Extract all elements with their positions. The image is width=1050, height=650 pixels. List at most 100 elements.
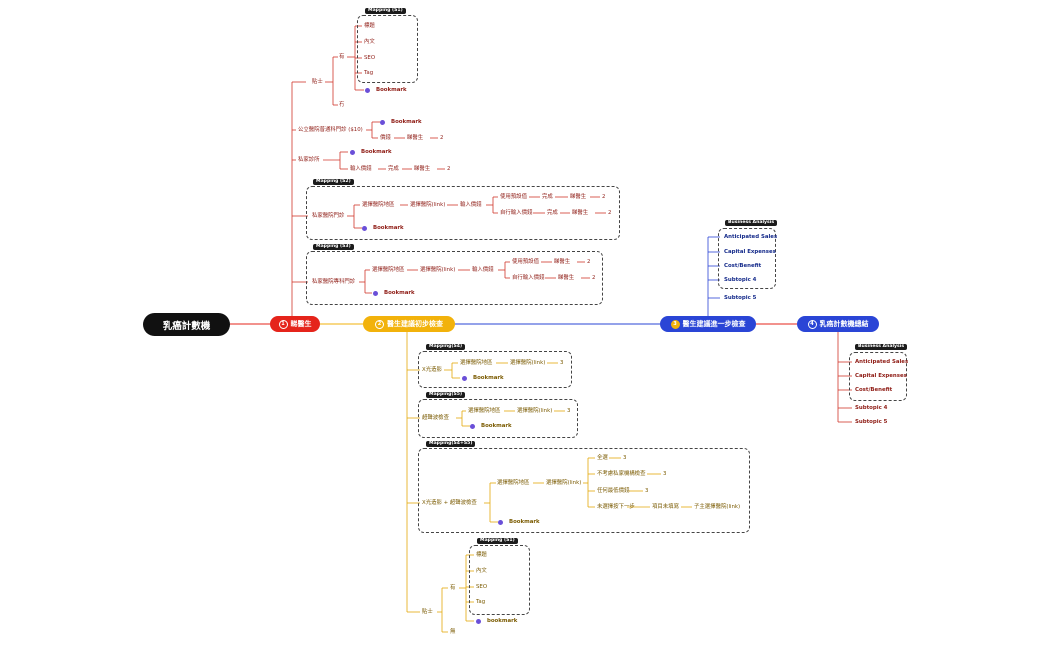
bookmark-label[interactable]: Bookmark <box>376 87 407 93</box>
see-doctor-label[interactable]: 睇醫生 <box>407 135 424 141</box>
step-number[interactable]: 3 <box>560 360 564 366</box>
bookmark-label[interactable]: Bookmark <box>391 119 422 125</box>
step-number[interactable]: 3 <box>645 488 649 494</box>
select-hospital-link[interactable]: 選擇醫院(link) <box>517 408 553 414</box>
step-number[interactable]: 2 <box>447 166 451 172</box>
content-label[interactable]: 內文 <box>476 568 487 574</box>
subtopic-5-label[interactable]: Subtopic 5 <box>855 419 888 425</box>
select-area-label[interactable]: 選擇醫院地區 <box>460 360 493 366</box>
use-preset-label[interactable]: 使用預設值 <box>512 259 539 265</box>
see-doctor-label[interactable]: 睇醫生 <box>572 210 589 216</box>
topic-label: 睇醫生 <box>290 320 312 328</box>
see-doctor-label[interactable]: 睇醫生 <box>414 166 431 172</box>
subtopic-4-label[interactable]: Subtopic 4 <box>855 405 888 411</box>
see-doctor-label[interactable]: 睇醫生 <box>554 259 571 265</box>
mapping-s4-box <box>418 351 572 388</box>
root-node[interactable]: 乳癌計數機 <box>143 313 230 336</box>
cost-benefit-label[interactable]: Cost/Benefit <box>724 263 762 269</box>
tag-label[interactable]: Tag <box>364 70 374 76</box>
select-hospital-link[interactable]: 選擇醫院(link) <box>420 267 456 273</box>
custom-price-label[interactable]: 自行輸入價錢 <box>512 275 545 281</box>
xray-label[interactable]: X光造影 <box>422 367 442 373</box>
select-area-label[interactable]: 選擇醫院地區 <box>362 202 395 208</box>
bookmark-icon <box>470 424 475 429</box>
step-number[interactable]: 2 <box>587 259 591 265</box>
step-number[interactable]: 2 <box>592 275 596 281</box>
private-clinic-label[interactable]: 私家診所 <box>298 157 320 163</box>
anticipated-sales-label[interactable]: Anticipated Sales <box>724 234 778 240</box>
have-label[interactable]: 有 <box>450 585 456 591</box>
any-lowest-price-label[interactable]: 任何最低價錢 <box>597 488 630 494</box>
price-label[interactable]: 價錢 <box>380 135 391 141</box>
topic-label: 醫生建議初步檢查 <box>387 320 443 328</box>
private-hospital-gp-label[interactable]: 私家醫院門診 <box>312 213 345 219</box>
topic-number: 4 <box>807 319 817 329</box>
tips-label[interactable]: 貼士 <box>422 609 433 615</box>
root-label: 乳癌計數機 <box>162 320 211 332</box>
step-number[interactable]: 2 <box>602 194 606 200</box>
content-label[interactable]: 內文 <box>364 39 375 45</box>
xray-ultrasound-label[interactable]: X光造影 + 超聲波檢查 <box>422 500 477 506</box>
must-choose-hospital-link[interactable]: 子主選擇醫院(link) <box>694 504 741 510</box>
select-hospital-link[interactable]: 選擇醫院(link) <box>410 202 446 208</box>
bookmark-label[interactable]: Bookmark <box>509 519 540 525</box>
title-label[interactable]: 標題 <box>476 552 487 558</box>
bookmark-label[interactable]: Bookmark <box>384 290 415 296</box>
bookmark-label[interactable]: Bookmark <box>473 375 504 381</box>
none-label[interactable]: 冇 <box>339 102 345 108</box>
done-label[interactable]: 完成 <box>388 166 399 172</box>
topic-initial-check[interactable]: 2 醫生建議初步檢查 <box>363 316 455 332</box>
tag-label[interactable]: Tag <box>476 599 486 605</box>
anticipated-sales-label[interactable]: Anticipated Sales <box>855 359 909 365</box>
step-number[interactable]: 3 <box>663 471 667 477</box>
subtopic-4-label[interactable]: Subtopic 4 <box>724 277 757 283</box>
not-selected-label[interactable]: 未選擇按下一步 <box>597 504 635 510</box>
bookmark-label[interactable]: Bookmark <box>481 423 512 429</box>
input-price-label[interactable]: 輸入價錢 <box>350 166 372 172</box>
capital-expenses-label[interactable]: Capital Expenses <box>855 373 907 379</box>
step-number[interactable]: 2 <box>608 210 612 216</box>
have-label[interactable]: 有 <box>339 54 345 60</box>
select-hospital-link[interactable]: 選擇醫院(link) <box>510 360 546 366</box>
mapping-s5-tag: Mapping(S5) <box>426 392 466 398</box>
public-clinic-label[interactable]: 公立醫院普通科門診 ($10) <box>298 127 363 133</box>
cost-benefit-label[interactable]: Cost/Benefit <box>855 387 893 393</box>
private-hospital-specialist-label[interactable]: 私家醫院專科門診 <box>312 279 356 285</box>
see-doctor-label[interactable]: 睇醫生 <box>570 194 587 200</box>
select-area-label[interactable]: 選擇醫院地區 <box>468 408 501 414</box>
mapping-s1b-box <box>469 545 530 615</box>
exclude-private-label[interactable]: 不考慮私家機構檢查 <box>597 471 646 477</box>
select-all-label[interactable]: 全選 <box>597 455 608 461</box>
bookmark-label[interactable]: Bookmark <box>361 149 392 155</box>
done-label[interactable]: 完成 <box>547 210 558 216</box>
custom-price-label[interactable]: 自行輸入價錢 <box>500 210 533 216</box>
topic-further-check[interactable]: 3 醫生建議進一步檢查 <box>660 316 756 332</box>
subtopic-5-label[interactable]: Subtopic 5 <box>724 295 757 301</box>
step-number[interactable]: 3 <box>623 455 627 461</box>
see-doctor-label[interactable]: 睇醫生 <box>558 275 575 281</box>
title-label[interactable]: 標題 <box>364 23 375 29</box>
mapping-s45-tag: Mapping(S4+S5) <box>426 441 476 447</box>
bookmark-label[interactable]: bookmark <box>487 618 518 624</box>
none-label[interactable]: 無 <box>450 629 456 635</box>
seo-label[interactable]: SEO <box>364 55 376 61</box>
not-filled-label[interactable]: 項目未填寫 <box>652 504 679 510</box>
tips-label[interactable]: 貼士 <box>312 79 323 85</box>
capital-expenses-label[interactable]: Capital Expenses <box>724 249 776 255</box>
use-preset-label[interactable]: 使用預設值 <box>500 194 527 200</box>
done-label[interactable]: 完成 <box>542 194 553 200</box>
topic-see-doctor[interactable]: 1 睇醫生 <box>270 316 320 332</box>
seo-label[interactable]: SEO <box>476 584 488 590</box>
mapping-s2-tag: Mapping (S2) <box>313 179 354 185</box>
select-hospital-link[interactable]: 選擇醫院(link) <box>546 480 582 486</box>
input-price-label[interactable]: 輸入價錢 <box>460 202 482 208</box>
bookmark-label[interactable]: Bookmark <box>373 225 404 231</box>
select-area-label[interactable]: 選擇醫院地區 <box>372 267 405 273</box>
select-area-label[interactable]: 選擇醫院地區 <box>497 480 530 486</box>
input-price-label[interactable]: 輸入價錢 <box>472 267 494 273</box>
ultrasound-label[interactable]: 超聲波檢查 <box>422 415 449 421</box>
step-number[interactable]: 2 <box>440 135 444 141</box>
step-number[interactable]: 3 <box>567 408 571 414</box>
topic-summary[interactable]: 4 乳癌計數機總結 <box>797 316 879 332</box>
bookmark-icon <box>462 376 467 381</box>
